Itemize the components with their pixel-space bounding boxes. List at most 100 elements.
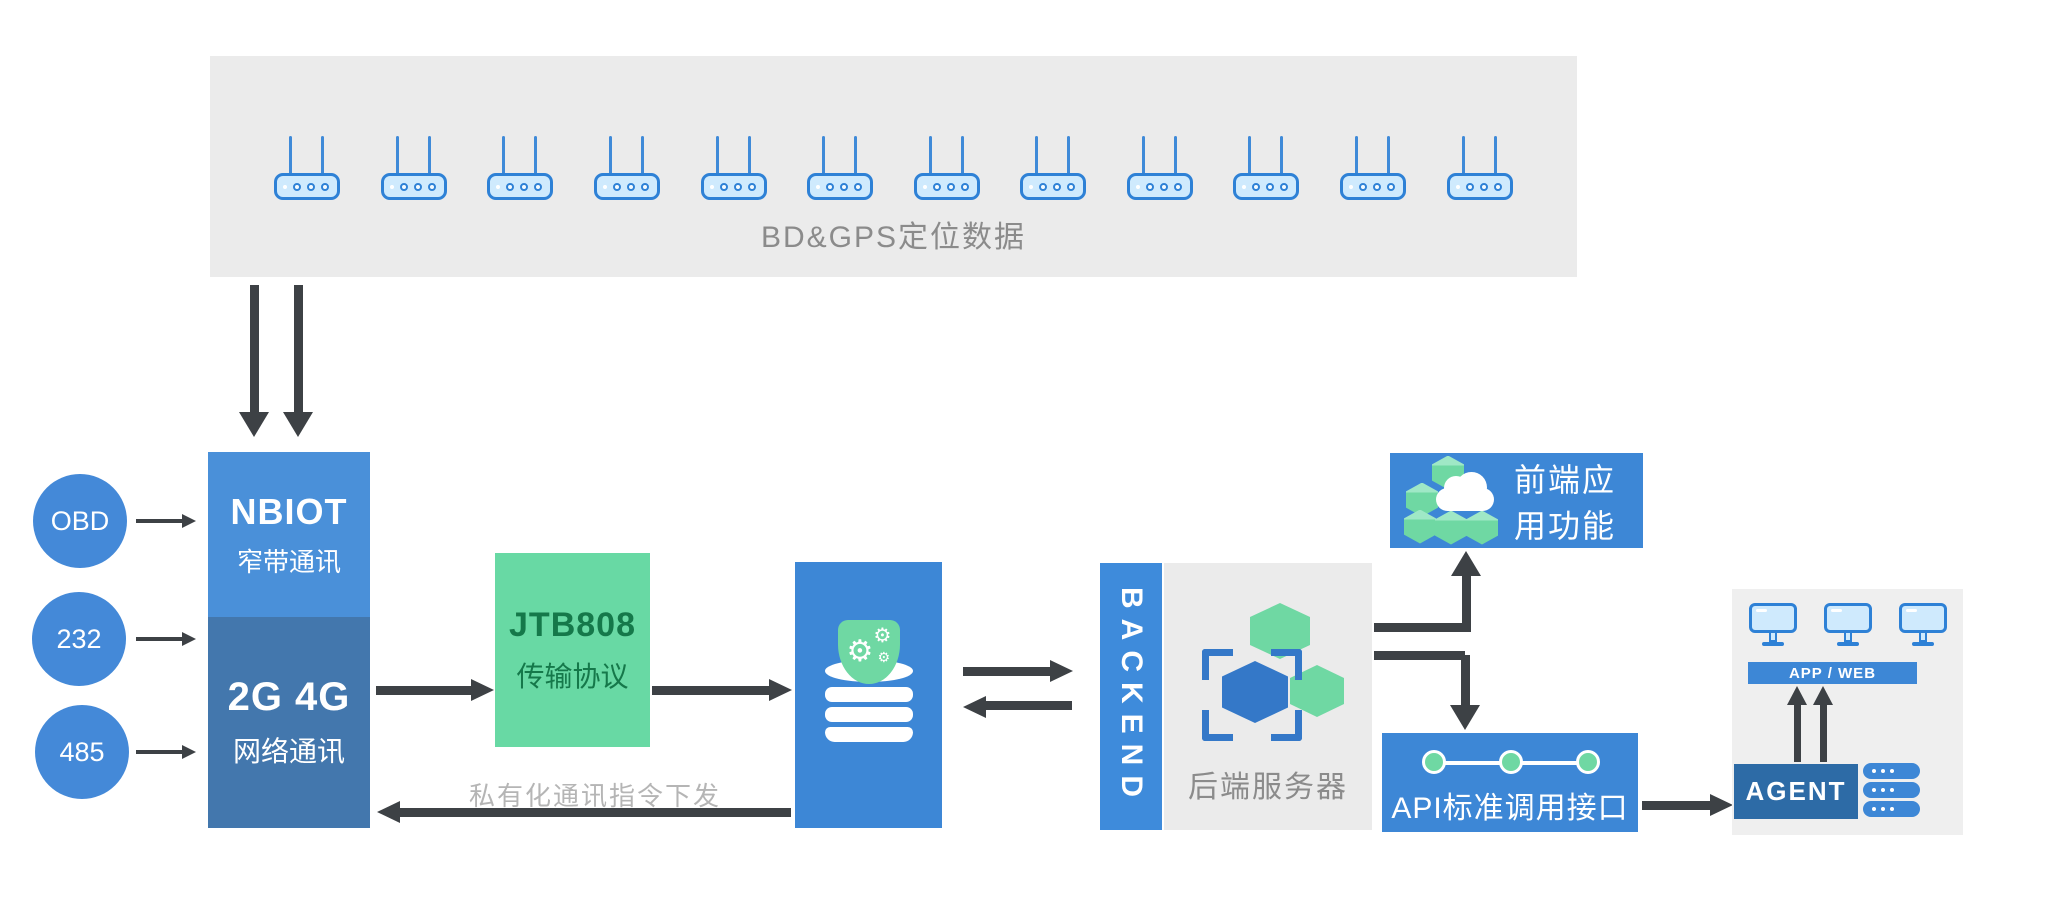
router-port-icon bbox=[960, 182, 969, 191]
gps-device-zone: BD&GPS定位数据 bbox=[210, 56, 1577, 277]
router-port-icon bbox=[854, 182, 863, 191]
router-antenna-icon bbox=[1461, 136, 1465, 176]
arrow-backend-branch-bottom-v bbox=[1461, 655, 1470, 707]
router-port-icon bbox=[1252, 182, 1261, 191]
router-port-icon bbox=[293, 182, 302, 191]
router-led-icon bbox=[1349, 184, 1354, 189]
protocol-box: JTB808 传输协议 bbox=[495, 553, 650, 747]
router-port-icon bbox=[1493, 182, 1502, 191]
cylinder-band bbox=[824, 687, 913, 702]
monitor-icon bbox=[1898, 603, 1947, 647]
router-port-icon bbox=[1387, 182, 1396, 191]
router-port-icon bbox=[520, 182, 529, 191]
input-circle-232: 232 bbox=[32, 592, 126, 686]
router-antenna-icon bbox=[822, 136, 826, 176]
router-antenna-icon bbox=[534, 136, 538, 176]
bracket-bottom-left bbox=[1202, 710, 1233, 741]
input-label-485: 485 bbox=[59, 736, 105, 767]
router-icon bbox=[1340, 136, 1407, 200]
arrowhead-protocol-to-database bbox=[769, 679, 792, 701]
router-led-icon bbox=[496, 184, 501, 189]
gear-icon: ⚙ bbox=[846, 635, 874, 668]
router-port-icon bbox=[1280, 182, 1289, 191]
monitor-screen bbox=[1823, 603, 1872, 633]
router-port-icon bbox=[641, 182, 650, 191]
router-port-icon bbox=[307, 182, 316, 191]
router-icon bbox=[1126, 136, 1193, 200]
router-led-icon bbox=[1242, 184, 1247, 189]
arrow-downlink bbox=[399, 808, 791, 817]
router-led-icon bbox=[1455, 184, 1460, 189]
server-dot bbox=[1890, 807, 1894, 811]
router-port-icon bbox=[613, 182, 622, 191]
network-subtitle: 网络通讯 bbox=[232, 736, 345, 767]
router-body-icon bbox=[380, 173, 447, 200]
router-icon bbox=[1020, 136, 1087, 200]
frontend-box: 前端应用功能 bbox=[1390, 453, 1643, 548]
router-body-icon bbox=[594, 173, 661, 200]
arrow-obd-to-gateway bbox=[136, 519, 182, 523]
security-shield-icon: ⚙ ⚙ ⚙ bbox=[837, 620, 900, 684]
arrowhead-devices-to-gateway-1 bbox=[239, 412, 269, 437]
monitor-stand bbox=[1768, 633, 1777, 642]
server-dot bbox=[1881, 788, 1885, 792]
arrowhead-to-frontend bbox=[1451, 551, 1481, 576]
monitor-row bbox=[1732, 603, 1963, 647]
gear-icon: ⚙ bbox=[873, 625, 892, 647]
app-web-label: APP / WEB bbox=[1788, 664, 1877, 682]
server-stack-icon bbox=[1863, 763, 1920, 817]
router-antenna-icon bbox=[1280, 136, 1284, 176]
input-label-obd: OBD bbox=[50, 505, 110, 536]
server-dot bbox=[1881, 807, 1885, 811]
nbiot-section: NBIOT 窄带通讯 bbox=[208, 452, 370, 617]
router-antenna-icon bbox=[1493, 136, 1497, 176]
server-bar-icon bbox=[1863, 801, 1920, 817]
api-label: API标准调用接口 bbox=[1391, 792, 1629, 825]
router-icon bbox=[807, 136, 874, 200]
arrow-devices-to-gateway-1 bbox=[250, 285, 259, 412]
arrow-backend-branch-top-v bbox=[1462, 574, 1471, 632]
client-panel: APP / WEB AGENT bbox=[1732, 589, 1963, 835]
cube-icon bbox=[1466, 510, 1498, 545]
nbiot-title: NBIOT bbox=[230, 490, 348, 532]
router-icon bbox=[1446, 136, 1513, 200]
router-icon bbox=[913, 136, 980, 200]
router-icon bbox=[594, 136, 661, 200]
router-led-icon bbox=[1029, 184, 1034, 189]
router-icon bbox=[700, 136, 767, 200]
server-dot bbox=[1890, 769, 1894, 773]
downlink-label: 私有化通讯指令下发 bbox=[468, 781, 721, 811]
router-antenna-icon bbox=[1141, 136, 1145, 176]
router-led-icon bbox=[709, 184, 714, 189]
router-port-icon bbox=[627, 182, 636, 191]
backend-bar: BACKEND bbox=[1100, 563, 1162, 830]
cylinder-band bbox=[824, 707, 913, 722]
router-port-icon bbox=[534, 182, 543, 191]
arrowhead-485-to-gateway bbox=[182, 745, 196, 759]
bracket-top-right bbox=[1271, 649, 1302, 680]
server-dot bbox=[1872, 788, 1876, 792]
api-timeline-icon bbox=[1422, 750, 1600, 776]
router-port-icon bbox=[1479, 182, 1488, 191]
backend-server-box: 后端服务器 bbox=[1164, 563, 1372, 830]
arrow-485-to-gateway bbox=[136, 750, 182, 754]
router-row bbox=[210, 136, 1577, 200]
router-antenna-icon bbox=[609, 136, 613, 176]
router-body-icon bbox=[487, 173, 554, 200]
monitor-icon bbox=[1748, 603, 1797, 647]
arrowhead-232-to-gateway bbox=[182, 632, 196, 646]
database-icon: ⚙ ⚙ ⚙ bbox=[821, 620, 917, 750]
router-antenna-icon bbox=[1387, 136, 1391, 176]
gps-data-label: BD&GPS定位数据 bbox=[760, 221, 1027, 254]
gateway-box: NBIOT 窄带通讯 2G 4G 网络通讯 bbox=[208, 452, 370, 828]
arrow-agent-to-appweb-2 bbox=[1820, 704, 1827, 762]
router-antenna-icon bbox=[1355, 136, 1359, 176]
router-led-icon bbox=[389, 184, 394, 189]
router-antenna-icon bbox=[1173, 136, 1177, 176]
arrow-agent-to-appweb-1 bbox=[1794, 704, 1801, 762]
router-port-icon bbox=[1053, 182, 1062, 191]
arrow-232-to-gateway bbox=[136, 637, 182, 641]
router-port-icon bbox=[1145, 182, 1154, 191]
router-port-icon bbox=[733, 182, 742, 191]
arrow-protocol-to-database bbox=[652, 686, 769, 695]
